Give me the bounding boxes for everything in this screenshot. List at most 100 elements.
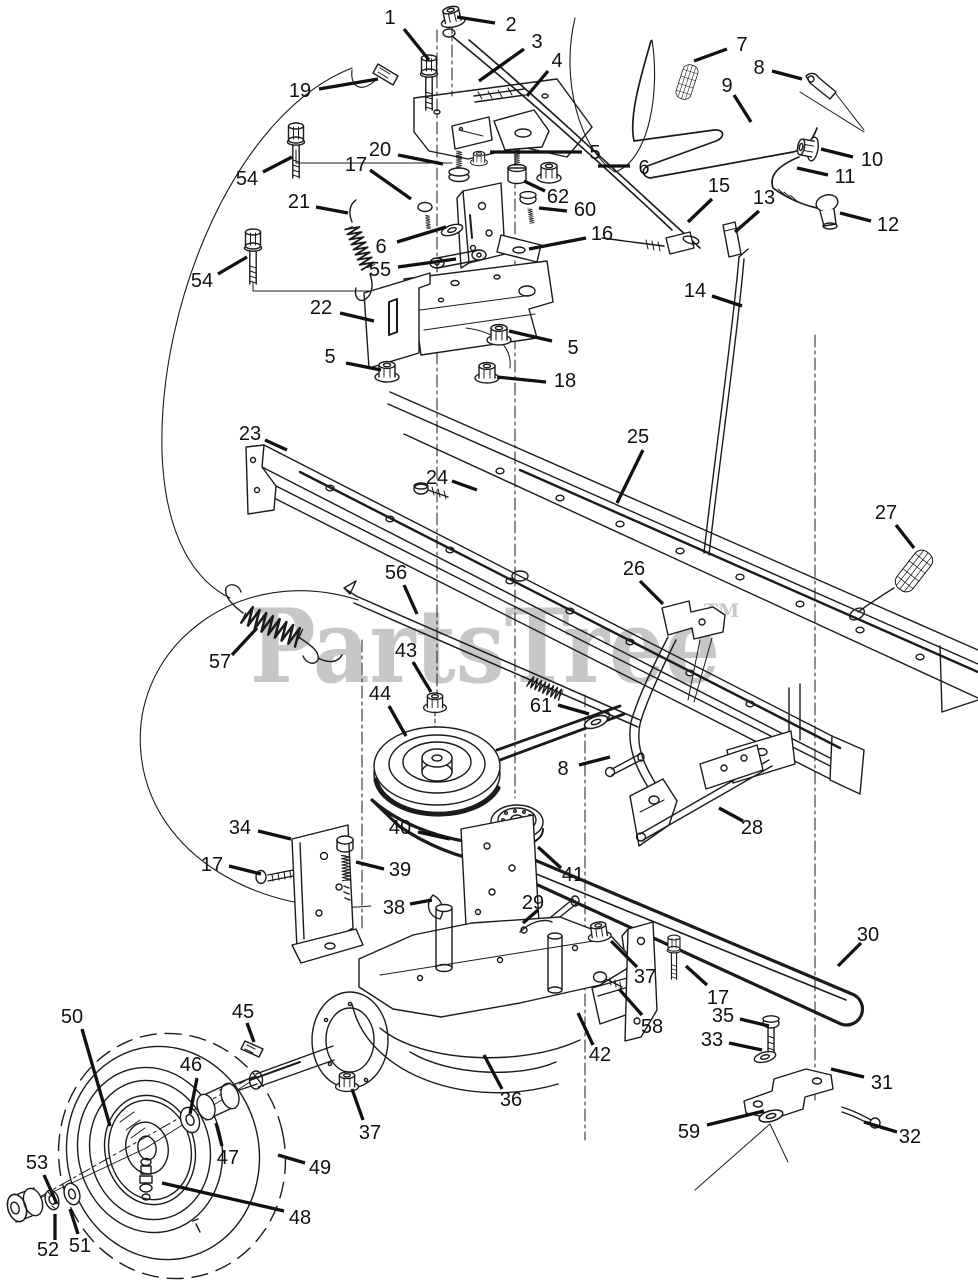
callout-36: 36 [482, 1054, 522, 1111]
nut-43 [422, 692, 448, 714]
callout-leader-line [355, 860, 385, 871]
top-bracket-assembly [243, 3, 701, 384]
callout-leader-line [528, 236, 587, 251]
callout-leader-line [576, 1012, 595, 1046]
callout-51: 51 [68, 1208, 91, 1257]
spring-21-hooks [349, 199, 373, 302]
callout-1: 1 [384, 7, 431, 62]
callout-5: 5 [508, 329, 579, 359]
callout-11: 11 [796, 166, 856, 188]
lift-rod-9 [631, 40, 818, 179]
callout-35: 35 [712, 1005, 770, 1028]
callout-number: 5 [567, 337, 578, 359]
callout-number: 11 [835, 166, 856, 188]
callout-number: 23 [239, 423, 261, 445]
callout-number: 14 [684, 280, 706, 302]
callout-46: 46 [180, 1054, 202, 1115]
callout-leader-line [161, 1181, 285, 1213]
clip-38 [427, 894, 444, 920]
callout-48: 48 [161, 1181, 311, 1229]
callout-number: 53 [26, 1152, 48, 1174]
callout-number: 26 [623, 558, 645, 580]
rod-56-hook [343, 580, 357, 597]
callout-number: 58 [641, 1016, 663, 1038]
callout-number: 59 [678, 1121, 700, 1143]
callout-37: 37 [350, 1088, 381, 1144]
right-linkage [601, 40, 839, 556]
callout-7: 7 [693, 34, 748, 63]
callout-number: 20 [369, 139, 391, 161]
callout-31: 31 [830, 1067, 893, 1094]
callout-leader-line [718, 806, 744, 823]
callout-32: 32 [863, 1120, 921, 1148]
bolt-17b [255, 869, 294, 885]
callout-number: 21 [288, 191, 310, 213]
callout-47: 47 [214, 1122, 239, 1169]
callout-leader-line [638, 579, 665, 606]
callout-number: 9 [721, 75, 732, 97]
nut-37b [334, 1071, 360, 1093]
callout-number: 12 [877, 214, 899, 236]
callout-40: 40 [389, 817, 451, 841]
washer-46 [179, 1106, 201, 1134]
callout-leader-line [397, 257, 457, 269]
callout-leader-line [262, 155, 293, 174]
callout-leader-line [863, 1120, 898, 1134]
callout-number: 29 [522, 892, 544, 914]
callout-leader-line [521, 908, 540, 925]
callout-number: 18 [554, 370, 576, 392]
callout-55: 55 [369, 257, 457, 281]
axle-rod-28 [635, 744, 773, 842]
callout-number: 35 [712, 1005, 734, 1027]
callout-number: 42 [589, 1044, 611, 1066]
callout-number: 54 [191, 270, 213, 292]
transaxle-36 [219, 903, 682, 1097]
frame-rail-25 [387, 391, 978, 713]
callout-12: 12 [839, 211, 899, 236]
callout-leader-line [525, 69, 550, 98]
callout-leader-line [402, 27, 431, 62]
callout-leader-line [839, 211, 872, 223]
screw-58 [592, 971, 623, 990]
callout-number: 52 [37, 1239, 59, 1261]
callout-number: 47 [217, 1147, 239, 1169]
callout-leader-line [482, 1054, 504, 1090]
shift-rod-14 [703, 248, 749, 556]
callout-5: 5 [490, 142, 601, 164]
callout-leader-line [277, 1153, 306, 1165]
callout-leader-line [820, 147, 854, 159]
washer-33 [752, 1048, 778, 1066]
callout-leader-line [397, 153, 444, 166]
callout-leader-line [796, 166, 829, 177]
callout-25: 25 [615, 426, 649, 504]
callout-number: 5 [324, 346, 335, 368]
callout-leader-line [396, 225, 447, 244]
callout-number: 37 [359, 1122, 381, 1144]
callout-17: 17 [684, 964, 729, 1009]
callout-leader-line [894, 523, 916, 550]
callout-leader-line [536, 845, 563, 870]
callout-14: 14 [684, 280, 743, 308]
angle-bracket [493, 109, 550, 151]
callout-leader-line [68, 1208, 80, 1235]
callout-61: 61 [530, 695, 590, 717]
bracket-26 [661, 600, 726, 640]
callout-number: 40 [389, 817, 411, 839]
callout-leader-line [245, 1022, 256, 1043]
frame-rail-23 [245, 444, 865, 795]
valve-stem [192, 1218, 201, 1233]
callout-number: 17 [707, 987, 729, 1009]
callout-62: 62 [523, 179, 569, 208]
bolt-54b [243, 228, 263, 285]
callout-leader-line [739, 1017, 770, 1028]
callout-leader-line [578, 755, 611, 767]
bolt-39 [336, 835, 354, 901]
callout-54: 54 [191, 255, 248, 292]
callout-leader-line [409, 898, 433, 906]
tension-parts [224, 580, 641, 728]
callout-8: 8 [557, 755, 611, 780]
callout-leader-line [411, 661, 433, 693]
input-pulley-44 [373, 726, 501, 817]
callout-22: 22 [310, 297, 375, 323]
